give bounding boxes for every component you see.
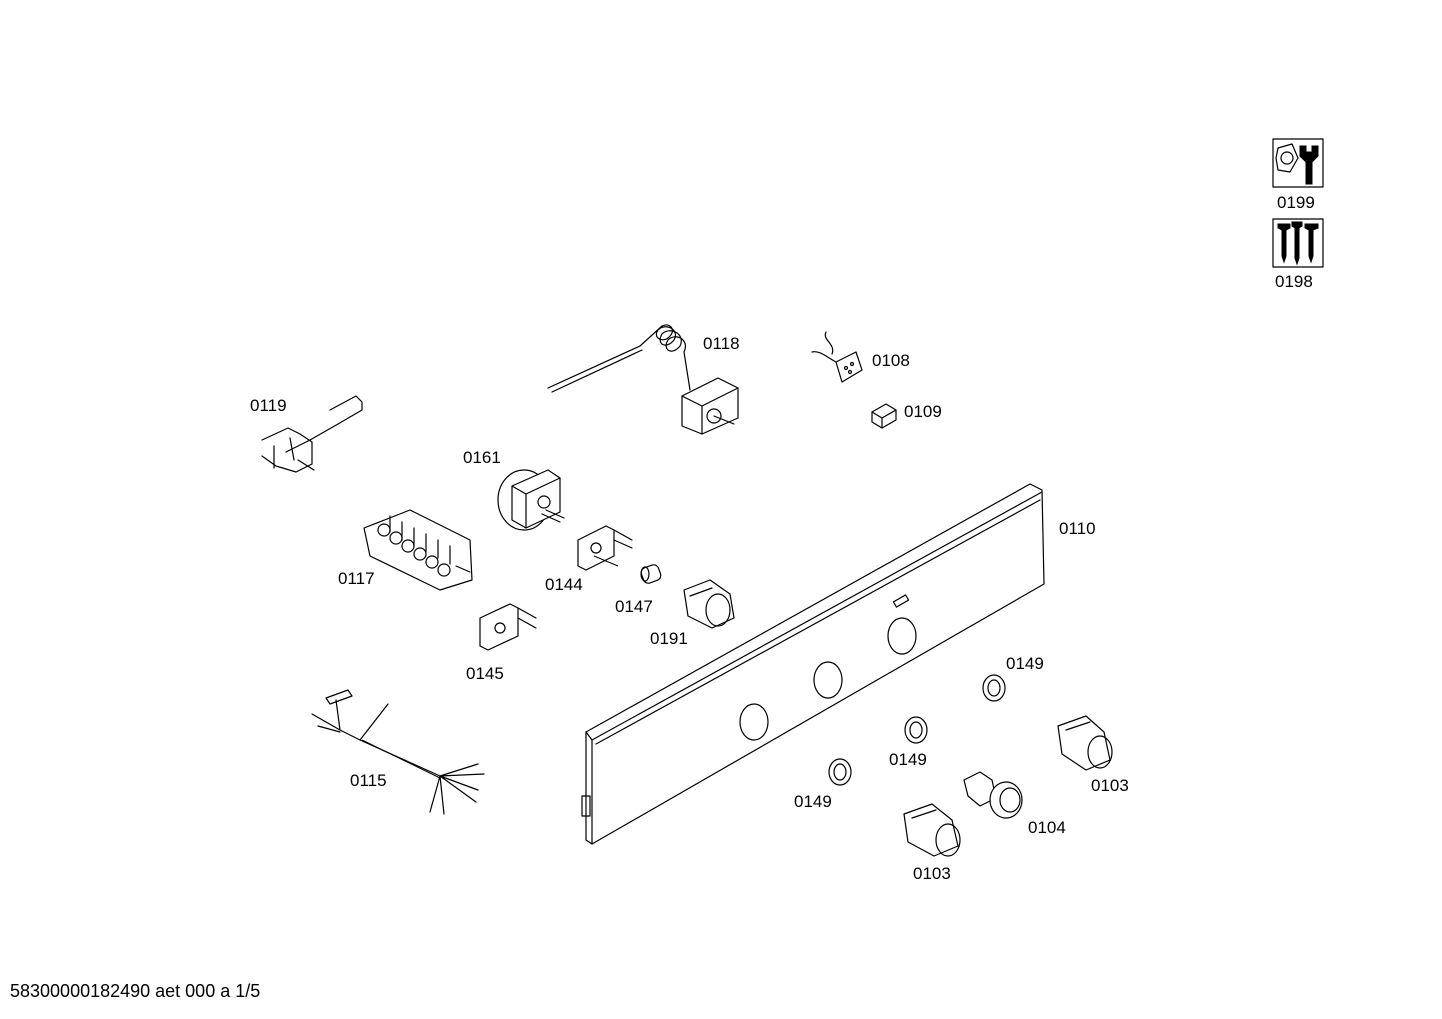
part-label-0103-bottom: 0103 <box>913 864 951 883</box>
indicator-part <box>683 579 735 629</box>
selector-switch-part <box>363 509 473 591</box>
part-label-0103-right: 0103 <box>1091 776 1129 795</box>
board-part <box>811 331 863 383</box>
spindle-knob-part <box>963 771 1023 819</box>
part-label-0149-top: 0149 <box>1006 654 1044 673</box>
part-label-0117: 0117 <box>338 569 375 588</box>
switch-bracket-part <box>577 525 633 571</box>
thermostat-part <box>547 324 739 435</box>
control-knob-part-2 <box>903 803 961 857</box>
knob-ring-part <box>982 674 1006 702</box>
knob-ring-part-2 <box>904 716 928 744</box>
part-label-0199: 0199 <box>1277 193 1315 212</box>
energy-regulator-part <box>497 469 565 531</box>
bracket-part <box>261 395 363 473</box>
document-footer: 58300000182490 aet 000 a 1/5 <box>10 981 261 1001</box>
part-label-0147: 0147 <box>615 597 653 616</box>
part-label-0145: 0145 <box>466 664 504 683</box>
part-label-0110: 0110 <box>1059 519 1096 538</box>
tool-icon <box>1272 138 1324 188</box>
switch-bracket-part-2 <box>479 603 537 651</box>
part-label-0104: 0104 <box>1028 818 1066 837</box>
screws-icon <box>1272 218 1324 268</box>
part-label-0118: 0118 <box>703 334 740 353</box>
connector-part <box>871 403 897 429</box>
part-label-0149-bottom: 0149 <box>794 792 832 811</box>
part-label-0191: 0191 <box>650 629 688 648</box>
part-label-0149-middle: 0149 <box>889 750 927 769</box>
lamp-part <box>640 564 662 584</box>
knob-ring-part-3 <box>828 758 852 786</box>
part-label-0115: 0115 <box>350 771 387 790</box>
control-panel-part <box>581 483 1045 845</box>
wiring-harness-part <box>311 689 485 815</box>
part-label-0109: 0109 <box>904 402 942 421</box>
part-label-0161: 0161 <box>463 448 501 467</box>
part-label-0198: 0198 <box>1275 272 1313 291</box>
control-knob-part <box>1057 715 1113 771</box>
part-label-0119: 0119 <box>250 396 287 415</box>
part-label-0144: 0144 <box>545 575 583 594</box>
part-label-0108: 0108 <box>872 351 910 370</box>
